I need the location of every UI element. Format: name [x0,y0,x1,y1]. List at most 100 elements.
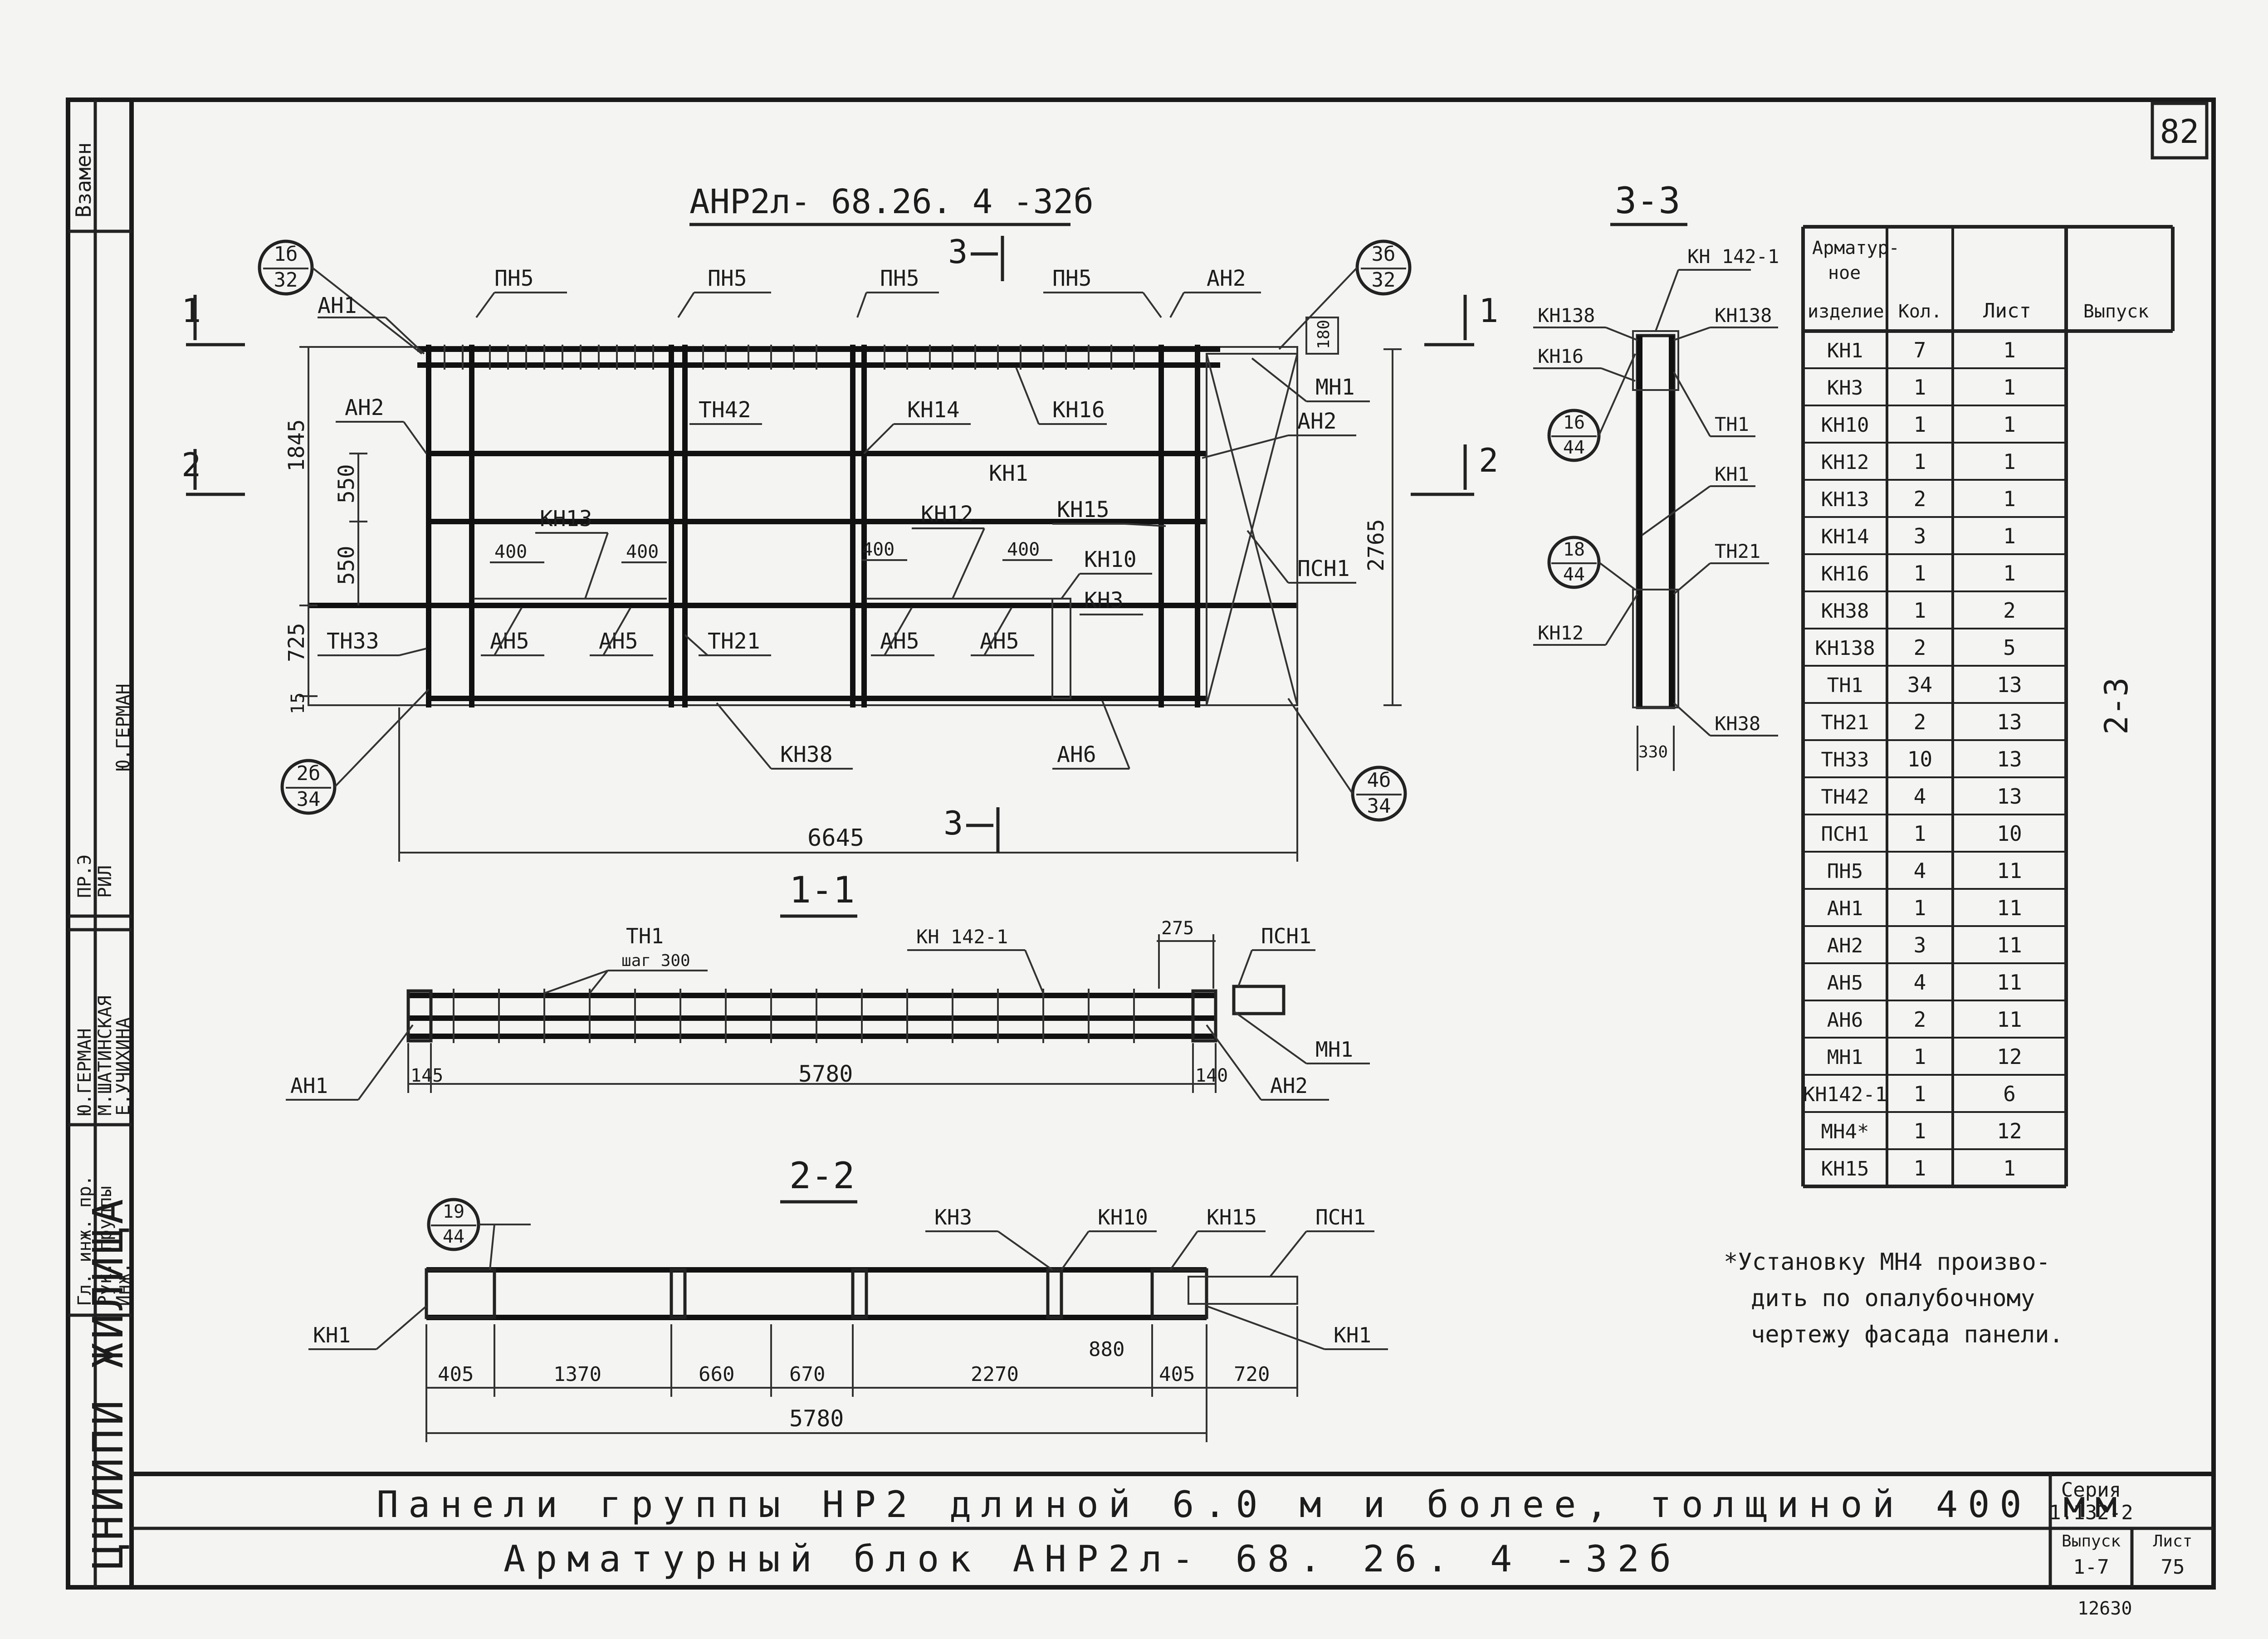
tbl-cell-sheet: 12 [1997,1044,2022,1069]
svg-text:16: 16 [1563,412,1585,433]
note-block: *Установку МН4 произво- дить по опалубоч… [1724,1249,2063,1348]
tbl-cell-item: КН15 [1821,1157,1869,1180]
dim-400-1: 400 [494,541,527,562]
s22-dim-total: 5780 [789,1405,844,1432]
tbl-cell-item: ТН42 [1821,785,1869,809]
s11-dim-275: 275 [1161,918,1194,939]
vypusk-value: 1-7 [2073,1556,2109,1579]
vypusk-label: Выпуск [2062,1532,2121,1551]
title-line-1: Панели группы НР2 длиной 6.0 м и более, … [376,1483,2127,1526]
label-kn16: КН16 [1052,397,1105,423]
svg-text:4б: 4б [1367,769,1391,792]
marker-3-bottom: 3 [943,804,963,842]
section-2-2: 2-2 19 44 КН3 КН10 КН15 ПСН1 КН1 КН1 [308,1155,1388,1442]
s22-dim-5: 2270 [971,1363,1019,1386]
s11-dim-145: 145 [411,1065,443,1086]
s33-dim-330: 330 [1638,743,1668,761]
dim-400-4: 400 [1007,539,1040,560]
tbl-cell-sheet: 11 [1997,970,2022,995]
list-value: 75 [2161,1556,2185,1579]
tbl-cell-qty: 1 [1914,598,1926,623]
label-an5-3: АН5 [880,629,919,654]
s33-kn1421: КН 142-1 [1687,245,1779,268]
tbl-cell-item: МН4* [1821,1120,1869,1143]
tbl-cell-item: АН1 [1827,897,1863,920]
tbl-cell-sheet: 1 [2003,524,2016,548]
s22-kn10: КН10 [1098,1205,1148,1229]
tbl-cell-qty: 2 [1914,1007,1926,1032]
stamp-organization: ЦНИИПИ ЖИЛИЩА [84,1195,132,1569]
title-block: Панели группы НР2 длиной 6.0 м и более, … [132,1472,2214,1619]
tbl-cell-qty: 1 [1914,375,1926,400]
dim-6645: 6645 [807,824,864,852]
s11-kn1421: КН 142-1 [916,926,1008,948]
s11-tn1: ТН1 [626,924,664,948]
label-psn1: ПСН1 [1297,556,1350,581]
tbl-cell-item: КН3 [1827,376,1863,400]
tbl-cell-item: ПН5 [1827,860,1863,883]
s22-callout-19-44: 19 44 [427,1198,531,1270]
tbl-header-qty: Кол. [1898,301,1942,322]
svg-text:32: 32 [1372,268,1396,292]
tbl-cell-item: КН12 [1821,451,1869,474]
marker-1-left: 1 [181,292,201,330]
marker-2-left: 2 [181,446,201,484]
tbl-cell-item: ПСН1 [1821,823,1869,846]
s11-step: шаг 300 [621,951,690,970]
tbl-cell-qty: 1 [1914,1119,1926,1143]
s22-kn15: КН15 [1207,1205,1257,1229]
s33-tn21: ТН21 [1715,540,1760,562]
side-stamp: Взамен ЦНИИПИ ЖИЛИЩА Гл. инж. пр. Рук. г… [68,100,134,1587]
note-line-2: дить по опалубочному [1751,1285,2035,1312]
section-3-3: 3-3 КН 142-1 КН138 КН138 КН16 ТН1 КН1 ТН… [1533,180,1779,771]
tbl-cell-qty: 2 [1914,635,1926,660]
marker-2-right: 2 [1479,441,1498,479]
s22-dim-1: 405 [438,1363,474,1386]
tbl-cell-item: ТН1 [1827,674,1863,697]
sheet-frame [66,98,2216,1590]
tbl-cell-qty: 4 [1914,859,1926,883]
tbl-cell-qty: 2 [1914,487,1926,511]
tbl-cell-qty: 1 [1914,561,1926,585]
stamp-role-2: Рук. группы [95,1186,116,1306]
tbl-cell-item: КН142-1 [1803,1083,1887,1106]
tbl-cell-item: КН138 [1815,637,1875,660]
tbl-header-issue: Выпуск [2083,301,2149,322]
s33-kn12: КН12 [1538,622,1584,644]
stamp-vzamen: Взамен [71,142,96,218]
stamp-name-1: Ю.ГЕРМАН [74,1028,95,1116]
svg-text:3б: 3б [1372,243,1396,266]
label-an5-2: АН5 [599,629,638,654]
s11-mn1: МН1 [1315,1037,1353,1062]
stamp-role-1: Гл. инж. пр. [74,1175,95,1306]
s11-dim-5780: 5780 [798,1061,853,1087]
tbl-cell-qty: 1 [1914,1156,1926,1180]
section-33-title: 3-3 [1615,180,1681,222]
tbl-cell-item: АН6 [1827,1009,1863,1032]
tbl-cell-item: МН1 [1827,1046,1863,1069]
dim-2765: 2765 [1364,519,1389,571]
svg-text:2б: 2б [297,762,321,785]
tbl-cell-sheet: 11 [1997,896,2022,920]
tbl-cell-sheet: 1 [2003,449,2016,474]
s22-dim-880: 880 [1089,1338,1124,1361]
label-kn15: КН15 [1057,497,1110,522]
tbl-cell-item: КН13 [1821,488,1869,511]
s33-callout-16-44: 16 44 [1547,353,1636,462]
s22-psn1: ПСН1 [1315,1205,1366,1229]
marker-1-right: 1 [1479,292,1498,330]
tbl-cell-qty: 1 [1914,412,1926,437]
dim-550-lower: 550 [334,546,359,585]
label-kn14: КН14 [907,397,960,423]
tbl-cell-sheet: 11 [1997,1007,2022,1032]
label-an2-left: АН2 [345,395,384,420]
s33-kn16: КН16 [1538,345,1584,367]
title-line-2: Арматурный блок АНР2л- 68. 26. 4 -32б [503,1538,1681,1580]
footer-number: 12630 [2077,1598,2132,1619]
label-kn10: КН10 [1084,547,1137,572]
tbl-cell-sheet: 1 [2003,375,2016,400]
tbl-cell-qty: 3 [1914,524,1926,548]
tbl-cell-qty: 1 [1914,1082,1926,1106]
s33-kn138-left: КН138 [1538,304,1595,327]
